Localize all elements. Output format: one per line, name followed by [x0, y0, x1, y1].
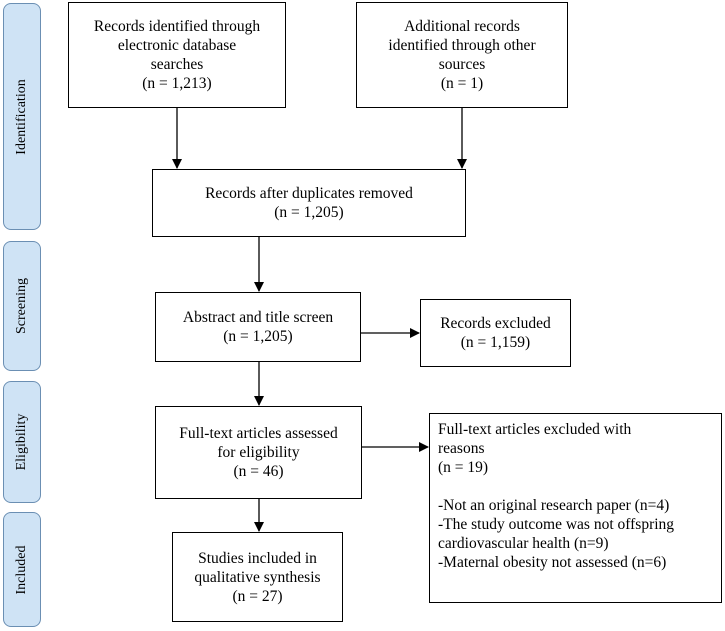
fulltext-assessed-box: Full-text articles assessed for eligibil… [155, 406, 362, 499]
fulltext-excluded-line: reasons [438, 440, 485, 457]
fulltext-excluded-box: Full-text articles excluded with reasons… [429, 413, 722, 603]
fulltext-assessed-line: Full-text articles assessed [179, 425, 338, 442]
database-records-line: Records identified through [93, 18, 261, 35]
after-duplicates-box: Records after duplicates removed (n = 1,… [152, 169, 466, 237]
fulltext-assessed-line: for eligibility [217, 444, 300, 461]
abstract-screen-box: Abstract and title screen (n = 1,205) [155, 292, 361, 362]
other-records-box: Additional records identified through ot… [356, 2, 568, 108]
records-excluded-count: (n = 1,159) [460, 334, 531, 351]
other-records-line: identified through other [388, 37, 536, 54]
database-records-count: (n = 1,213) [142, 75, 212, 92]
records-excluded-line: Records excluded [440, 315, 551, 332]
other-records-line: sources [438, 56, 486, 73]
other-records-line: Additional records [404, 18, 520, 35]
phase-screening: Screening [3, 241, 41, 371]
fulltext-excluded-line: Full-text articles excluded with [438, 421, 632, 438]
fulltext-assessed-count: (n = 46) [233, 463, 284, 480]
phase-included: Included [3, 512, 41, 627]
after-duplicates-line: Records after duplicates removed [205, 185, 413, 202]
database-records-line: searches [150, 56, 204, 73]
included-studies-line: qualitative synthesis [194, 568, 321, 586]
abstract-screen-count: (n = 1,205) [223, 328, 293, 345]
records-excluded-box: Records excluded (n = 1,159) [420, 299, 571, 367]
included-studies-line: Studies included in [198, 549, 317, 567]
other-records-count: (n = 1) [440, 75, 484, 92]
database-records-box: Records identified through electronic da… [68, 2, 286, 108]
included-studies-count: (n = 27) [232, 587, 283, 605]
after-duplicates-count: (n = 1,205) [274, 204, 344, 221]
exclusion-reason: cardiovascular health (n=9) [438, 535, 609, 552]
exclusion-reason: -The study outcome was not offspring [438, 516, 675, 533]
abstract-screen-line: Abstract and title screen [182, 309, 334, 326]
fulltext-excluded-count: (n = 19) [438, 459, 489, 476]
included-studies-box: Studies included in qualitative synthesi… [172, 532, 343, 622]
database-records-line: electronic database [117, 37, 237, 54]
phase-identification: Identification [3, 3, 41, 230]
exclusion-reason: -Maternal obesity not assessed (n=6) [438, 554, 667, 571]
exclusion-reason: -Not an original research paper (n=4) [438, 497, 670, 514]
phase-eligibility: Eligibility [3, 381, 41, 503]
